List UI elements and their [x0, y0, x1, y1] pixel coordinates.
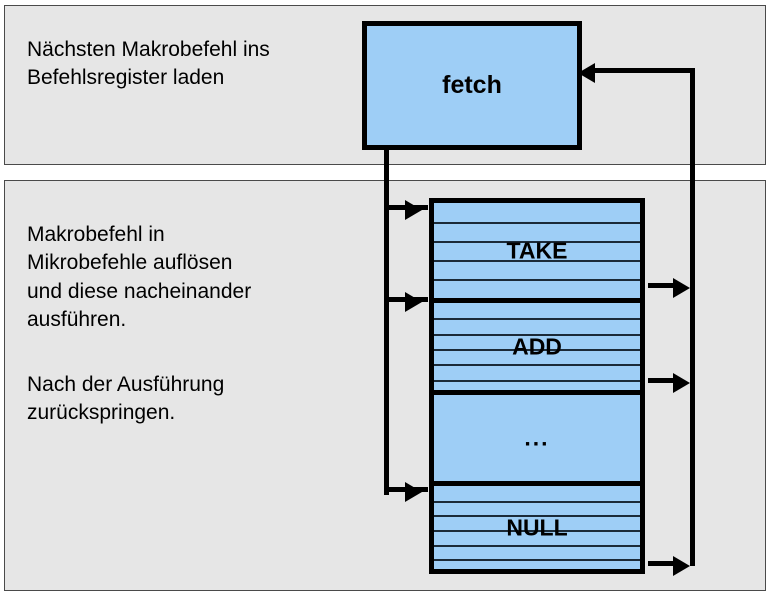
arrow-into-null-icon — [405, 482, 422, 502]
arrow-into-take-icon — [405, 200, 422, 220]
microinstruction-stripe — [434, 318, 640, 320]
microinstruction-stripes — [434, 303, 640, 390]
panel-execute-description-2: Nach der Ausführung zurückspringen. — [27, 373, 225, 425]
block-to-return-branch-2 — [648, 378, 678, 383]
arrow-out-add-icon — [673, 373, 690, 393]
panel-execute-description-1: Makrobefehl in Mikrobefehle auflösen und… — [27, 223, 252, 332]
microinstruction-stripe — [434, 241, 640, 243]
microinstruction-group-label: ... — [524, 424, 550, 451]
microinstruction-stripe — [434, 279, 640, 281]
microinstruction-group-take[interactable]: TAKE — [434, 203, 640, 298]
microinstruction-stripe — [434, 530, 640, 532]
return-to-fetch-horizontal-line — [592, 68, 692, 73]
microinstruction-stripe — [434, 515, 640, 517]
microinstruction-stripe — [434, 380, 640, 382]
microinstruction-group-label: NULL — [506, 514, 568, 540]
microinstruction-stripe — [434, 260, 640, 262]
return-vertical-line — [690, 68, 695, 566]
block-to-return-branch-1 — [648, 283, 678, 288]
arrow-out-take-icon — [673, 278, 690, 298]
block-to-return-branch-3 — [648, 561, 678, 566]
microinstruction-stripes — [434, 203, 640, 298]
microinstruction-group-null[interactable]: NULL — [434, 481, 640, 569]
microinstruction-group-add[interactable]: ADD — [434, 298, 640, 390]
microinstruction-group-label: TAKE — [506, 237, 568, 263]
microinstruction-block[interactable]: TAKE ADD... NULL — [429, 198, 645, 574]
fetch-block-label: fetch — [442, 71, 502, 99]
arrow-into-add-icon — [405, 292, 422, 312]
microinstruction-group-ellipsis[interactable]: ... — [434, 390, 640, 481]
microinstruction-stripe — [434, 334, 640, 336]
fetch-block[interactable]: fetch — [362, 21, 582, 150]
panel-fetch-description: Nächsten Makrobefehl ins Befehlsregister… — [27, 38, 270, 90]
microinstruction-stripe — [434, 364, 640, 366]
microinstruction-stripe — [434, 545, 640, 547]
microinstruction-stripe — [434, 559, 640, 561]
microinstruction-stripes — [434, 486, 640, 569]
microinstruction-stripe — [434, 501, 640, 503]
arrow-into-fetch-icon — [578, 63, 595, 83]
microinstruction-group-label: ADD — [512, 333, 562, 359]
arrow-out-null-icon — [673, 556, 690, 576]
fetch-to-block-vertical-line — [384, 150, 389, 495]
microinstruction-stripe — [434, 222, 640, 224]
microinstruction-stripe — [434, 349, 640, 351]
